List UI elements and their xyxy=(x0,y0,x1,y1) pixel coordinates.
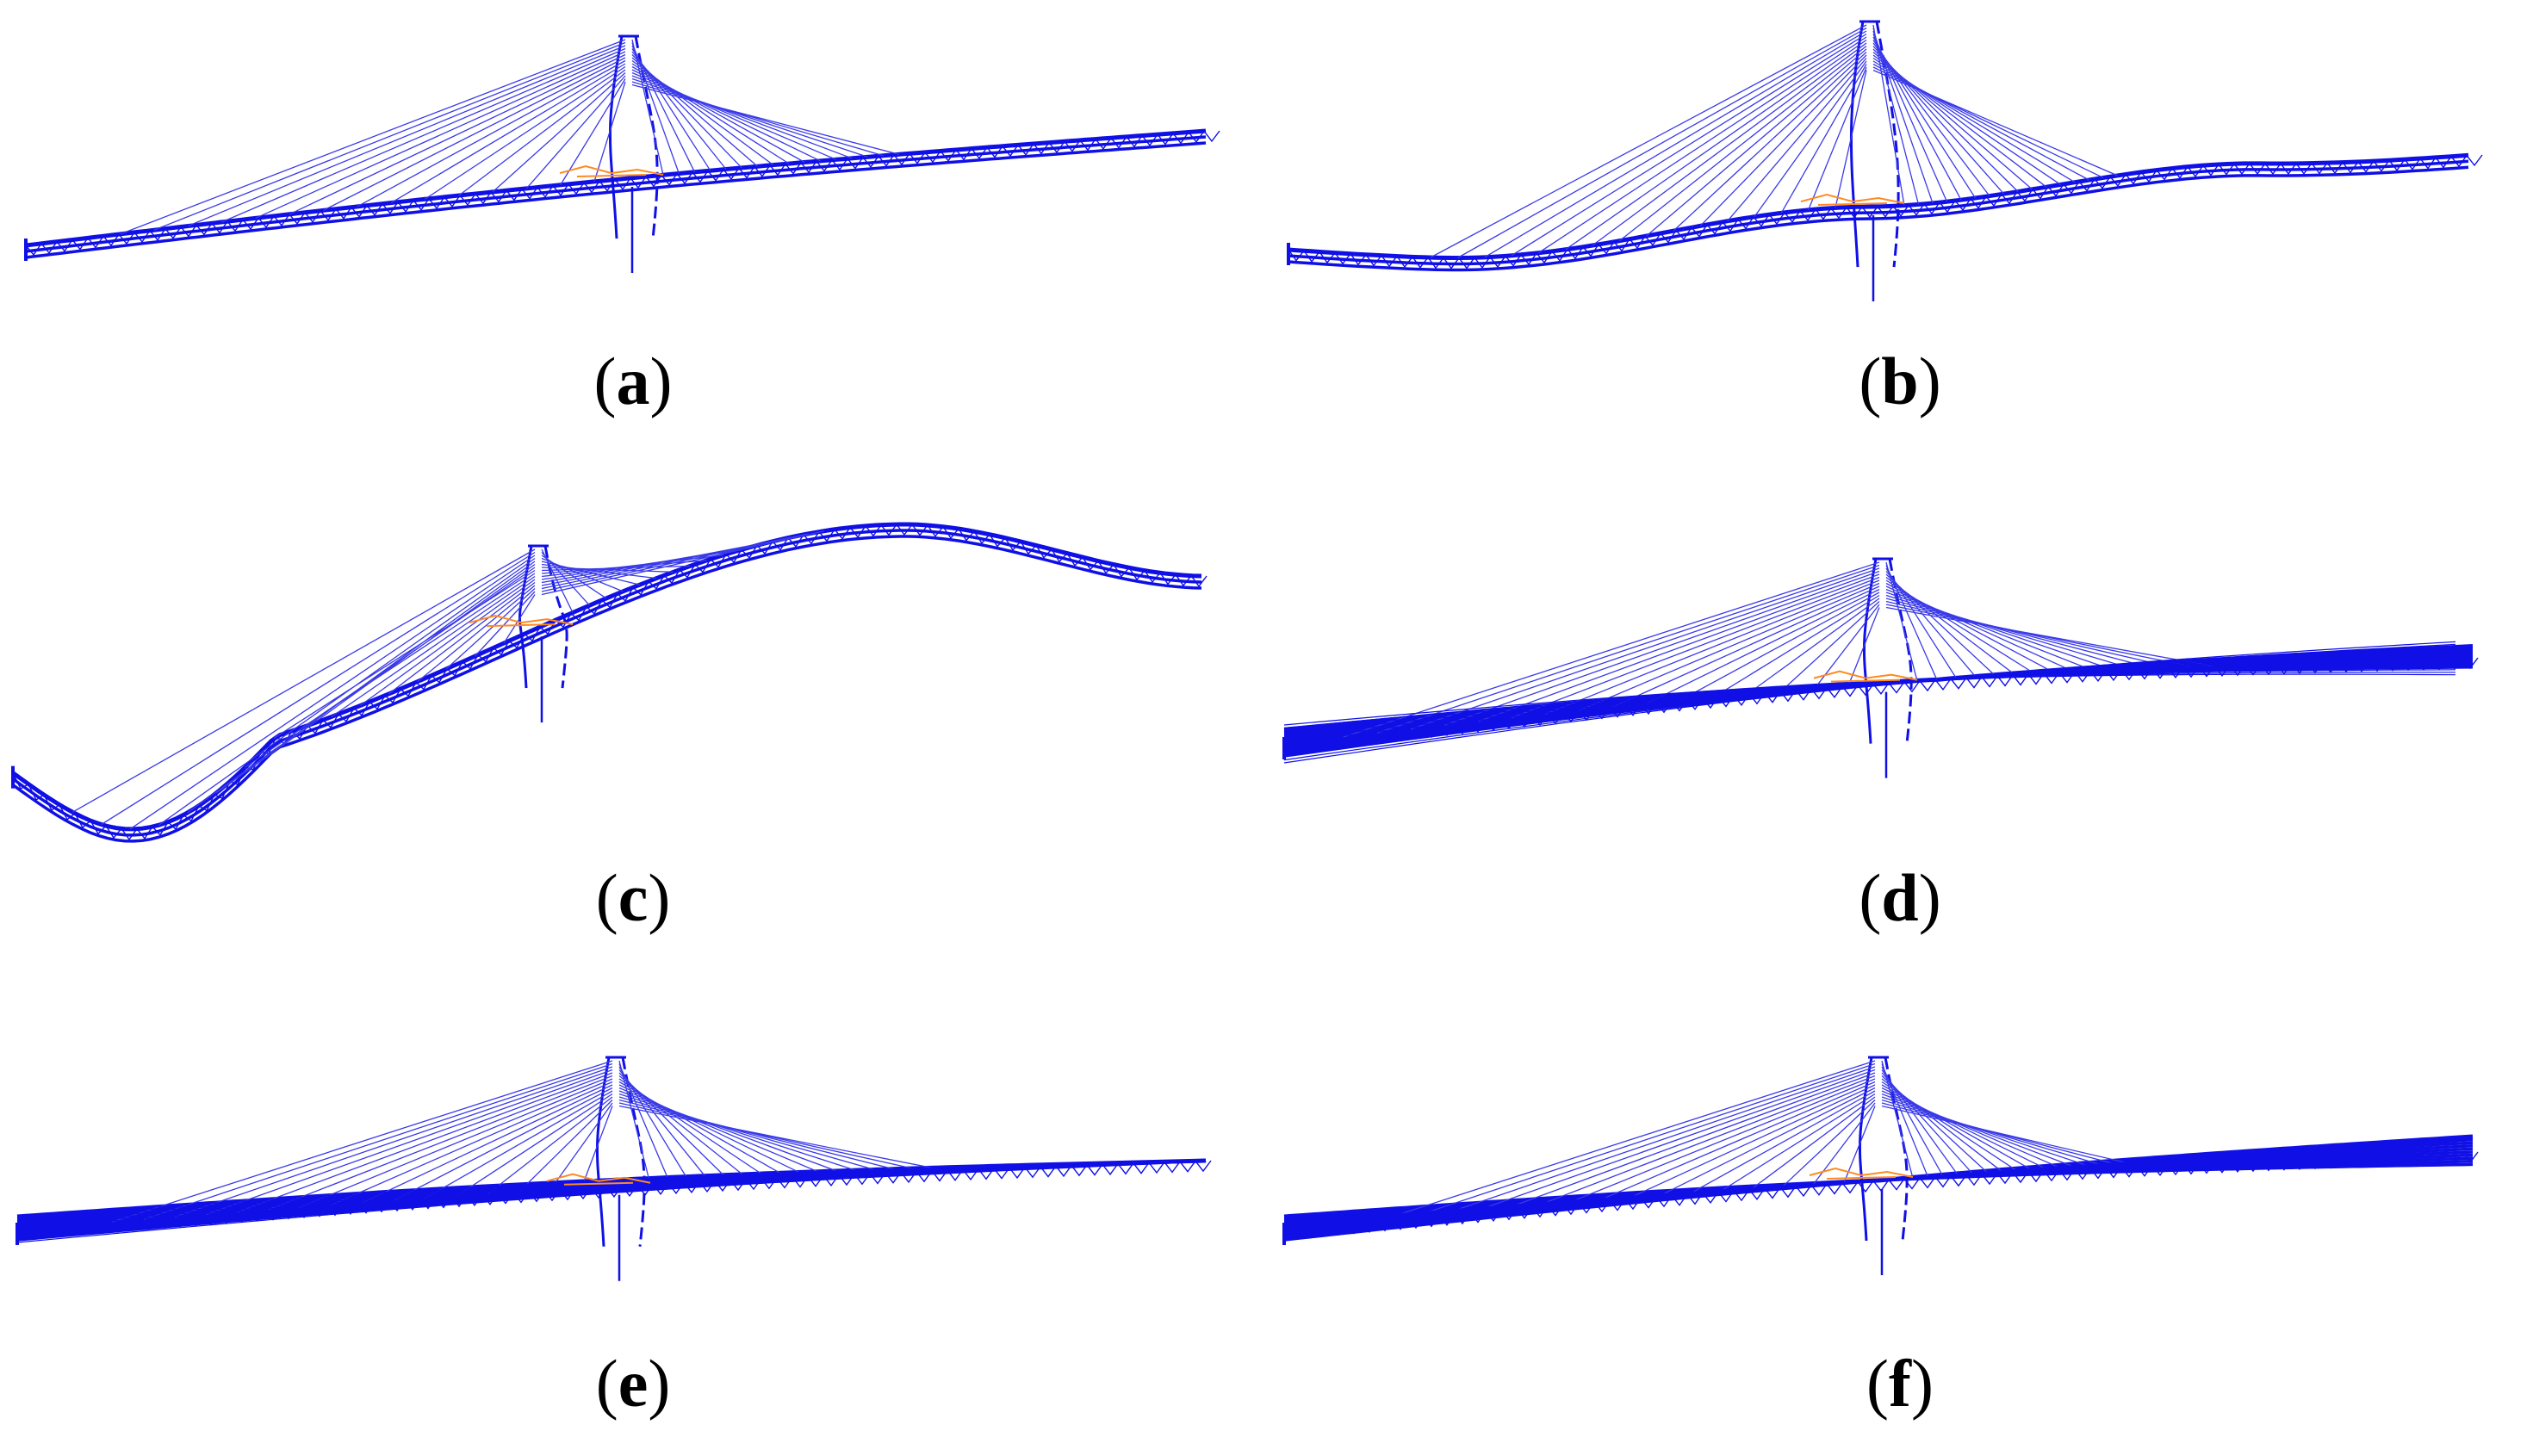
deck-chord-line xyxy=(1288,165,2469,272)
tower-leg-right xyxy=(1888,558,1913,744)
deck-truss-diagonals xyxy=(16,1160,1212,1241)
bearing-detail-accent xyxy=(469,615,574,628)
caption-f: (f) xyxy=(1866,1346,1934,1421)
tower-leg-right xyxy=(1884,1056,1909,1242)
deck-truss-diagonals xyxy=(1288,154,2483,270)
bridge-mode-shape-e xyxy=(16,1056,1212,1281)
tower-leg-left xyxy=(1862,558,1878,744)
torsional-deck-lines xyxy=(1283,641,2456,764)
torsional-deck-lines xyxy=(1283,1142,2456,1237)
bearing-detail-accent xyxy=(1809,1167,1914,1180)
bearing-detail-accent xyxy=(546,1173,651,1186)
deck-truss-diagonals xyxy=(12,524,1208,841)
tower-leg-left xyxy=(608,35,624,239)
panel-b: (b) xyxy=(1267,0,2533,485)
deck-chord-line xyxy=(11,529,1202,837)
stay-cables xyxy=(71,530,824,830)
bridge-mode-shape-b xyxy=(1287,20,2483,302)
caption-a: (a) xyxy=(593,344,673,418)
stay-cables xyxy=(120,39,899,235)
caption-b: (b) xyxy=(1859,344,1941,418)
panel-a: (a) xyxy=(0,0,1266,485)
stay-cables xyxy=(1379,1060,2140,1222)
tower-leg-left xyxy=(518,545,533,689)
bridge-mode-shape-a xyxy=(24,34,1220,274)
tower-leg-right xyxy=(621,1056,646,1247)
deck-truss-diagonals xyxy=(25,130,1220,257)
caption-c: (c) xyxy=(595,860,671,935)
bearing-detail-accent xyxy=(1800,194,1905,207)
bridge-mode-shape-f xyxy=(1282,1056,2479,1275)
bridge-mode-shape-d xyxy=(1282,557,2479,778)
caption-e: (e) xyxy=(595,1346,671,1421)
deck-truss-diagonals xyxy=(1283,1151,2479,1241)
deck-chord-line xyxy=(16,1159,1207,1242)
panel-f: (f) xyxy=(1267,971,2533,1456)
tower-leg-left xyxy=(595,1056,611,1247)
tower-leg-left xyxy=(1858,1056,1873,1242)
panel-d: (d) xyxy=(1267,486,2533,970)
bearing-detail-accent xyxy=(1813,670,1918,683)
deck-chord-line xyxy=(25,141,1207,259)
stay-cables xyxy=(1430,24,2118,259)
bridge-mode-shape-c xyxy=(11,522,1208,843)
deck-chord-line xyxy=(11,535,1202,843)
tower-leg-right xyxy=(543,545,568,689)
stay-cables xyxy=(112,1060,945,1223)
panel-e: (e) xyxy=(0,971,1266,1456)
caption-d: (d) xyxy=(1859,860,1941,935)
deck-chord-line xyxy=(1283,663,2474,754)
deck-chord-line xyxy=(11,522,1202,832)
bearing-detail-accent xyxy=(559,165,664,178)
tower-leg-left xyxy=(1849,21,1865,268)
panel-c: (c) xyxy=(0,486,1266,970)
stay-cables xyxy=(1343,561,2212,738)
